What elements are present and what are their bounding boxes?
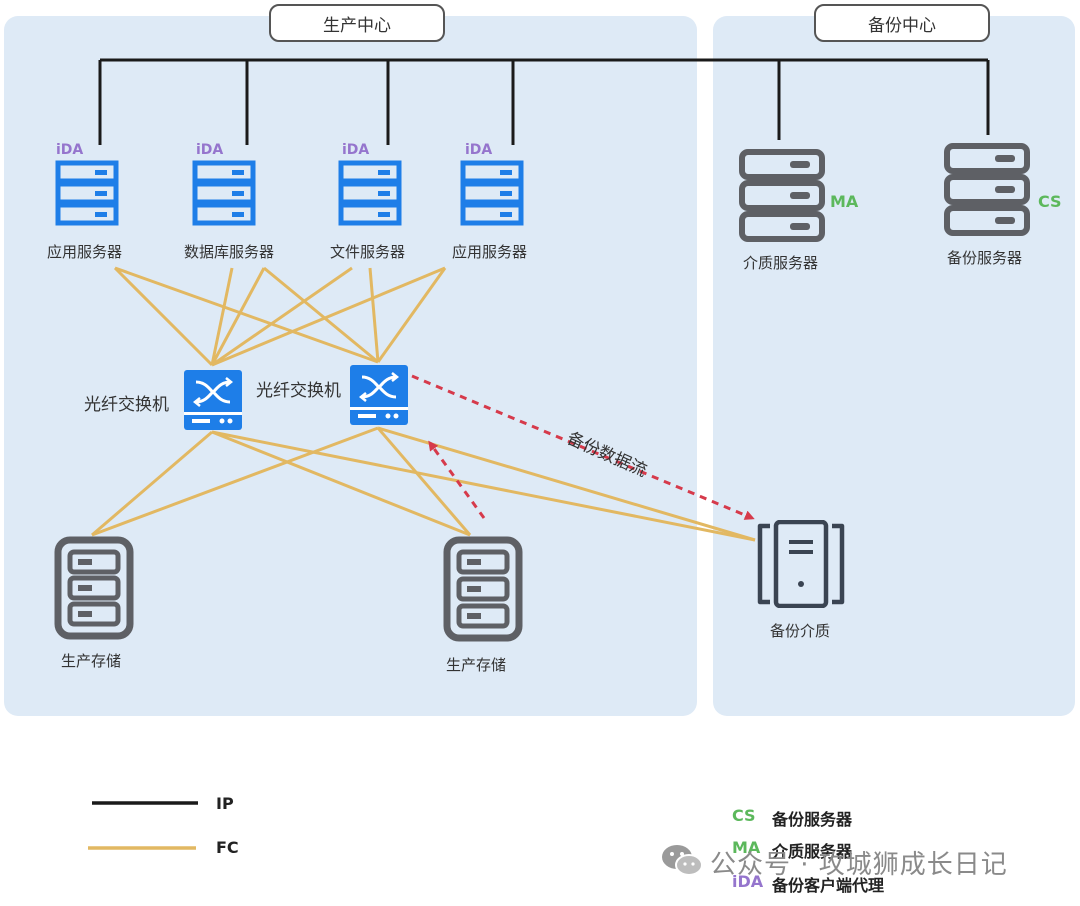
db-server-label: 数据库服务器 (184, 243, 275, 261)
fc-file-sw1 (211, 266, 353, 367)
fc-sw1-st2 (211, 430, 471, 537)
server-icon (460, 160, 524, 226)
legend-ida-desc: 备份客户端代理 (772, 876, 885, 895)
wechat-icon (662, 845, 703, 876)
server-icon (739, 149, 825, 242)
ip-network (98, 58, 990, 145)
fc-sw2-st1 (91, 426, 379, 537)
flow-arrow-storage-to-switch (428, 440, 486, 519)
backup-zone-title: 备份中心 (814, 4, 990, 42)
media-server-label: 介质服务器 (743, 254, 819, 272)
fc-switch-icon (350, 365, 408, 425)
fc-sw2-st2 (376, 427, 472, 536)
fc-switch-2-label: 光纤交换机 (256, 381, 341, 401)
file-server-tag: iDA (342, 142, 370, 158)
app-server-1-label: 应用服务器 (47, 243, 123, 261)
backup-flow (411, 374, 755, 520)
backup-zone-panel (713, 16, 1075, 716)
fc-file-sw2 (368, 267, 380, 363)
legend-cs-desc: 备份服务器 (772, 810, 853, 829)
app-server-1-tag: iDA (56, 142, 84, 158)
legend-ma-desc: 介质服务器 (772, 842, 853, 861)
legend-ip-label: IP (216, 794, 234, 813)
app-server-2-label: 应用服务器 (452, 243, 528, 261)
backup-server-tag: CS (1038, 192, 1062, 211)
flow-arrow-to-media (411, 374, 755, 520)
watermark-text: 公众号 · 攻城狮成长日记 (710, 850, 1008, 880)
fc-sw2-media (377, 426, 756, 542)
fc-app2-sw2 (376, 267, 447, 363)
production-zone-title: 生产中心 (269, 4, 445, 42)
media-server-tag: MA (830, 192, 859, 211)
fc-db-sw2 (263, 266, 379, 364)
server-icon (944, 143, 1030, 236)
storage-icon (443, 536, 523, 642)
fc-db-sw1-b (210, 267, 266, 366)
storage-1-label: 生产存储 (61, 652, 122, 670)
legend-fc-label: FC (216, 838, 239, 857)
fc-db-sw1-a (210, 267, 234, 366)
backup-server-label: 备份服务器 (947, 249, 1023, 267)
storage-icon (54, 536, 134, 640)
fc-switch-icon (184, 370, 242, 430)
file-server-label: 文件服务器 (330, 243, 406, 261)
legend-ida-abbr: iDA (732, 872, 764, 891)
fc-app1-sw1 (113, 266, 214, 367)
legend-ma-abbr: MA (732, 838, 761, 857)
fc-switch-1-label: 光纤交换机 (84, 395, 169, 415)
fc-sw1-media (211, 430, 756, 542)
fc-app1-sw2 (114, 266, 379, 364)
tape-library-icon (757, 520, 845, 608)
legend-fc-line (88, 846, 196, 850)
fc-sw1-st1 (91, 430, 213, 537)
backup-media-label: 备份介质 (770, 622, 831, 640)
legend-cs-abbr: CS (732, 806, 756, 825)
server-icon (192, 160, 256, 226)
storage-2-label: 生产存储 (446, 656, 507, 674)
legend-ip-line (92, 801, 198, 805)
production-zone-panel (4, 16, 697, 716)
db-server-tag: iDA (196, 142, 224, 158)
app-server-2-tag: iDA (465, 142, 493, 158)
server-icon (338, 160, 402, 226)
fc-network (91, 266, 756, 542)
server-icon (55, 160, 119, 226)
fc-app2-sw1 (211, 266, 446, 367)
